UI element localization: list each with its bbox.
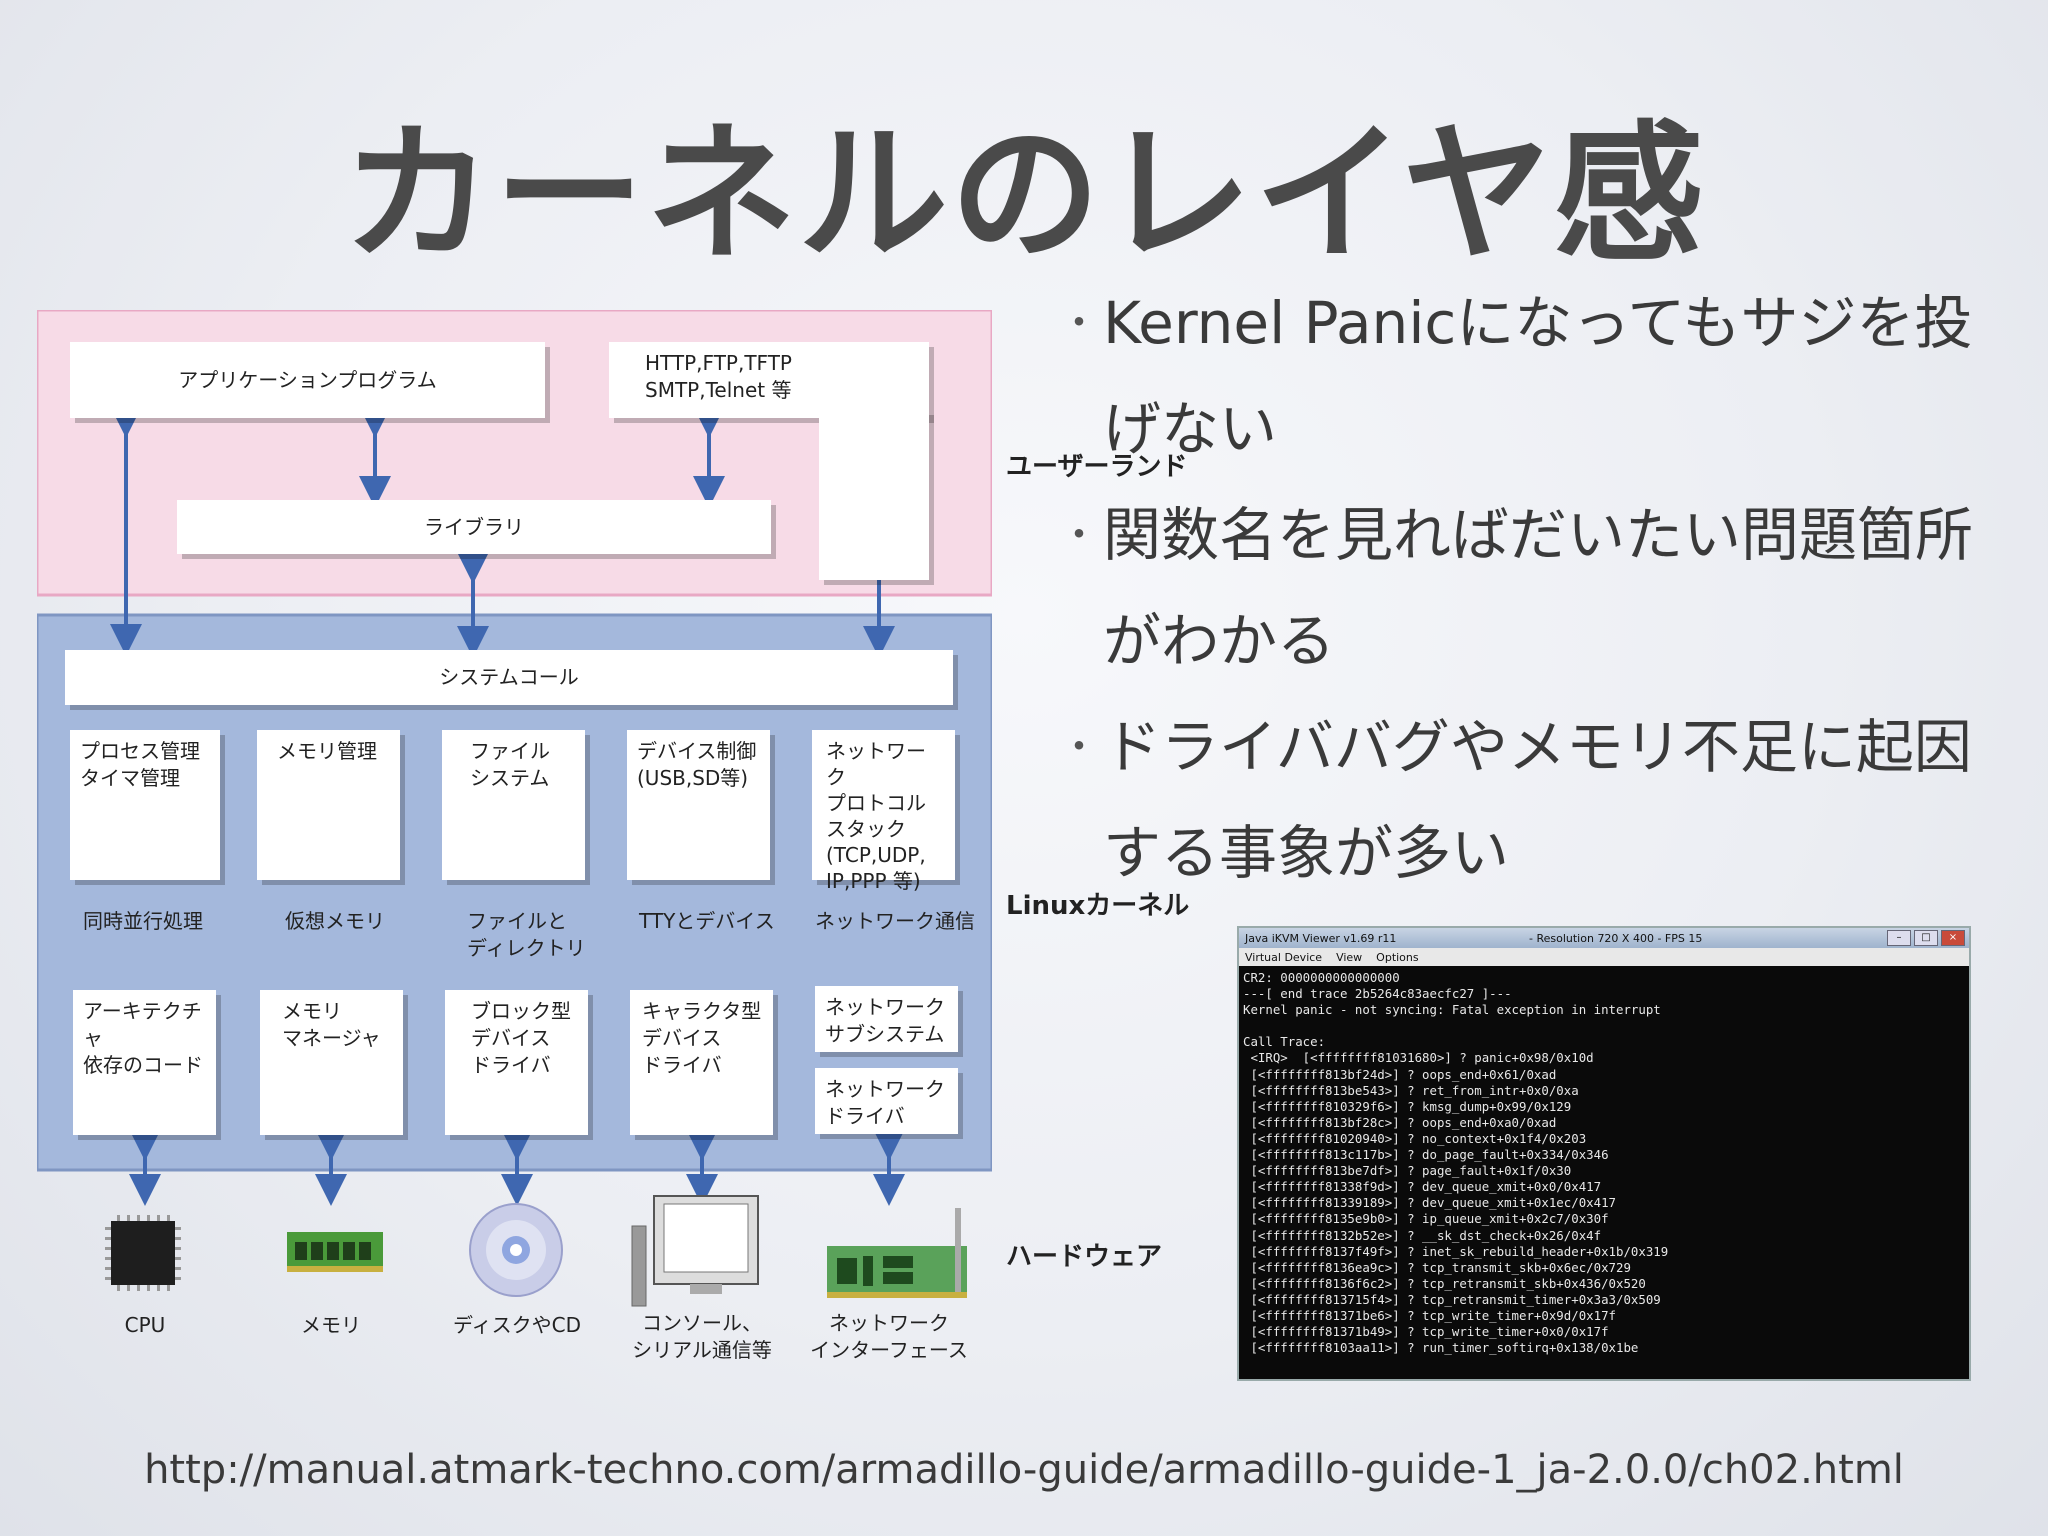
- feature-network-communication: ネットワーク通信: [815, 909, 975, 933]
- minimize-icon[interactable]: –: [1887, 930, 1911, 946]
- network-protocol-stack-box: ネットワーク プロトコル スタック (TCP,UDP, IP,PPP 等): [812, 730, 955, 893]
- hw-label-memory: メモリ: [301, 1313, 361, 1337]
- network-subsystem-box: ネットワーク サブシステム: [815, 986, 958, 1052]
- protocols-box: HTTP,FTP,TFTP SMTP,Telnet 等: [609, 342, 929, 418]
- feature-virtual-memory: 仮想メモリ: [285, 909, 385, 933]
- device-control-box: デバイス制御 (USB,SD等): [627, 730, 770, 880]
- memory-module-icon: [287, 1232, 383, 1272]
- cpu-chip-icon: [105, 1215, 181, 1291]
- bullet-item: ・Kernel Panicになってもサジを投げない: [1045, 270, 2005, 482]
- block-device-driver-box: ブロック型 デバイス ドライバ: [445, 990, 588, 1135]
- kernel-layer-diagram: アプリケーションプログラム HTTP,FTP,TFTP SMTP,Telnet …: [37, 310, 992, 1420]
- window-controls: – □ ×: [1887, 930, 1965, 946]
- bullet-list: ・Kernel Panicになってもサジを投げない ・関数名を見ればだいたい問題…: [1045, 270, 2005, 906]
- system-call-box: システムコール: [65, 650, 953, 705]
- bullet-item: ・ドライババグやメモリ不足に起因する事象が多い: [1045, 694, 2005, 906]
- layer-label-userland: ユーザーランド: [1006, 452, 1188, 482]
- bullet-dot-icon: ・: [1059, 724, 1099, 770]
- terminal-resolution: - Resolution 720 X 400 - FPS 15: [1529, 931, 1703, 945]
- feature-files-directories: ファイルと ディレクトリ: [467, 909, 586, 960]
- kernel-panic-screenshot: Java iKVM Viewer v1.69 r11 - Resolution …: [1237, 926, 1971, 1381]
- memory-management-box: メモリ管理: [257, 730, 400, 880]
- application-program-box: アプリケーションプログラム: [70, 342, 545, 418]
- layer-label-kernel: Linuxカーネル: [1006, 891, 1190, 921]
- hw-label-cpu: CPU: [124, 1313, 166, 1337]
- terminal-window-title: Java iKVM Viewer v1.69 r11: [1245, 931, 1397, 945]
- terminal-menubar: Virtual Device View Options: [1239, 948, 1969, 966]
- memory-manager-box: メモリ マネージャ: [260, 990, 403, 1135]
- close-icon[interactable]: ×: [1941, 930, 1965, 946]
- protocols-box-extension: [819, 410, 929, 580]
- panic-log-output: CR2: 0000000000000000 ---[ end trace 2b5…: [1243, 970, 1669, 1356]
- network-driver-box: ネットワーク ドライバ: [815, 1068, 958, 1134]
- menu-view[interactable]: View: [1336, 950, 1363, 964]
- maximize-icon[interactable]: □: [1914, 930, 1938, 946]
- layer-label-hardware: ハードウェア: [1006, 1242, 1163, 1272]
- monitor-icon: [631, 1195, 759, 1307]
- slide-title: カーネルのレイヤ感: [342, 108, 1706, 282]
- hw-label-disc: ディスクやCD: [453, 1313, 581, 1337]
- terminal-titlebar: Java iKVM Viewer v1.69 r11 - Resolution …: [1239, 928, 1969, 948]
- disc-icon: [469, 1203, 563, 1297]
- file-system-box: ファイル システム: [442, 730, 585, 880]
- char-device-driver-box: キャラクタ型 デバイス ドライバ: [630, 990, 773, 1135]
- feature-tty-devices: TTYとデバイス: [639, 909, 775, 933]
- feature-concurrency: 同時並行処理: [83, 909, 203, 933]
- source-url: http://manual.atmark-techno.com/armadill…: [144, 1447, 1904, 1493]
- bullet-dot-icon: ・: [1059, 512, 1099, 558]
- process-management-box: プロセス管理 タイマ管理: [70, 730, 220, 880]
- network-card-icon: [827, 1208, 967, 1298]
- menu-options[interactable]: Options: [1376, 950, 1419, 964]
- bullet-item: ・関数名を見ればだいたい問題箇所がわかる: [1045, 482, 2005, 694]
- hw-label-network-interface: ネットワーク インターフェース: [810, 1311, 968, 1362]
- menu-virtual-device[interactable]: Virtual Device: [1245, 950, 1323, 964]
- arch-dependent-code-box: アーキテクチャ 依存のコード: [73, 990, 216, 1135]
- bullet-dot-icon: ・: [1059, 300, 1099, 346]
- hw-label-console: コンソール、 シリアル通信等: [632, 1311, 772, 1362]
- library-box: ライブラリ: [177, 500, 771, 554]
